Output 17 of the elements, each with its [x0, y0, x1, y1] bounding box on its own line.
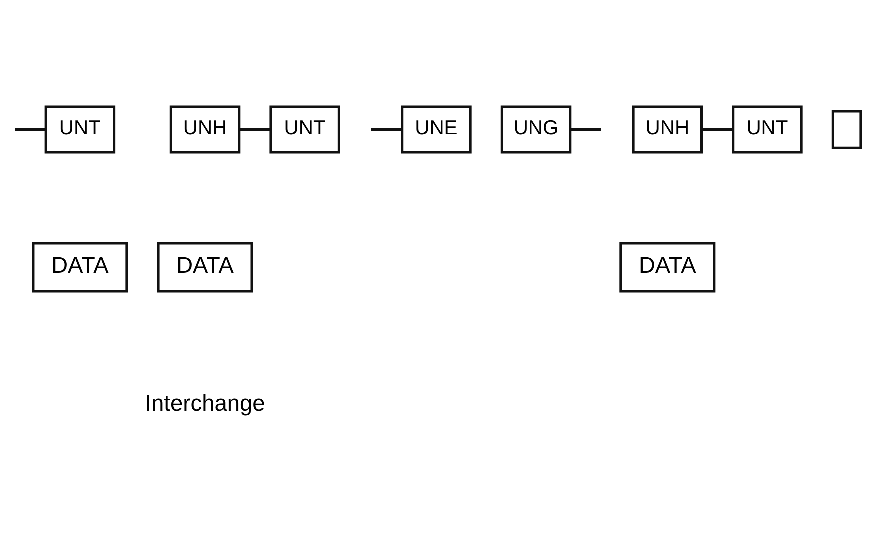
node-box: UNH — [632, 106, 704, 154]
node-box: UNT — [44, 106, 116, 154]
node-box: UNT — [732, 106, 803, 154]
connector — [570, 128, 602, 132]
connector — [15, 128, 46, 132]
label: Interchange — [145, 390, 266, 416]
node-box: UNH — [170, 106, 241, 154]
node-box: UNE — [401, 106, 472, 154]
connector — [240, 128, 271, 132]
node-box — [832, 110, 862, 150]
connector — [371, 128, 402, 132]
node-box: UNT — [270, 106, 340, 154]
node-box: DATA — [32, 242, 128, 293]
connector — [702, 128, 734, 132]
node-box: UNG — [500, 106, 572, 154]
node-box: DATA — [157, 242, 254, 293]
node-box: DATA — [620, 242, 716, 293]
